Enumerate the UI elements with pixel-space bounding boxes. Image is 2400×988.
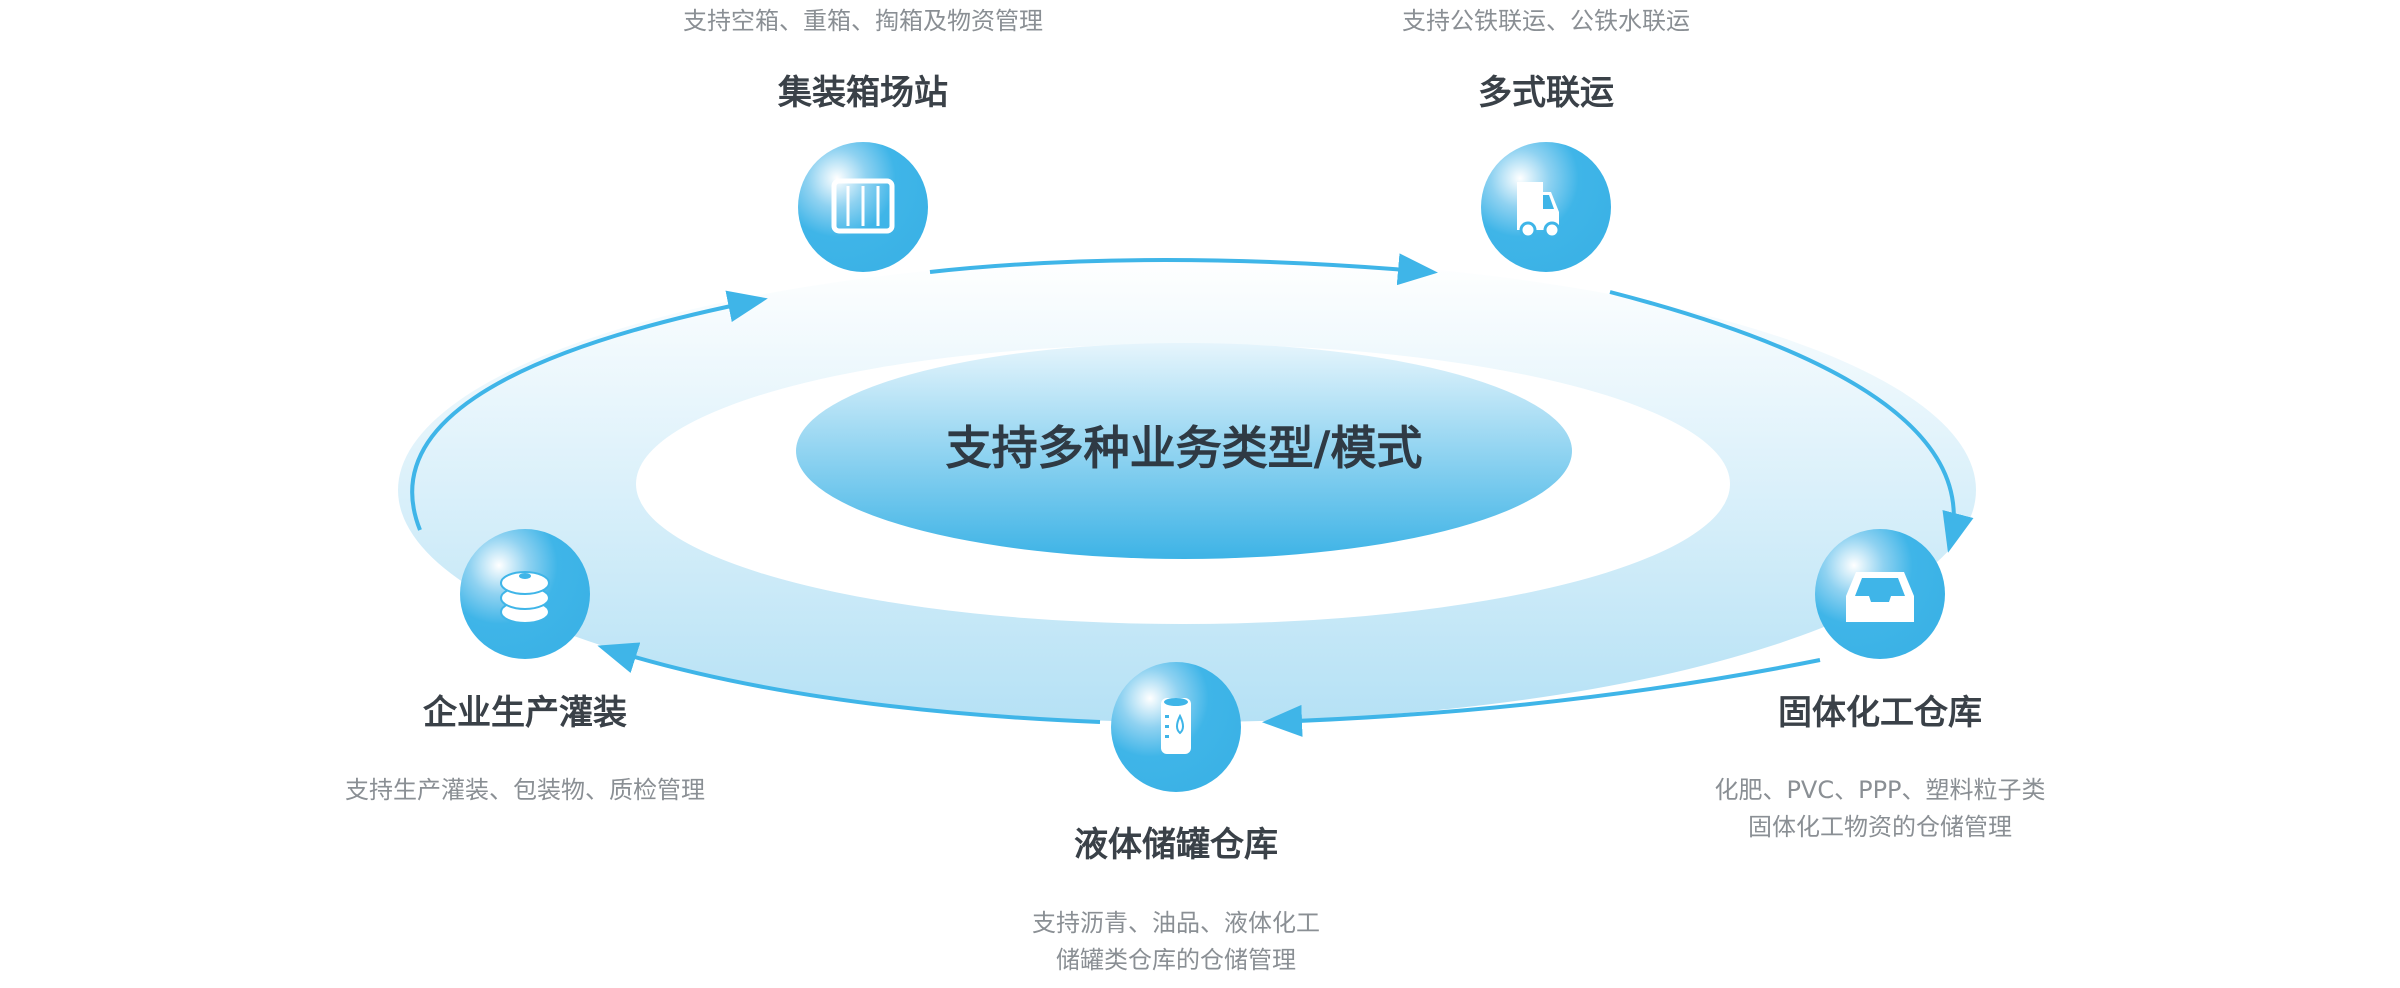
node-solid-warehouse: 固体化工仓库 化肥、PVC、PPP、塑料粒子类 固体化工物资的仓储管理 [1714, 529, 2046, 841]
arrow-container-to-multimodal [929, 253, 1438, 286]
node-desc: 支持生产灌装、包装物、质检管理 [345, 776, 705, 804]
arrow-solid-to-liquid [1262, 658, 1821, 737]
node-title: 固体化工仓库 [1778, 693, 1982, 733]
truck-icon [1517, 182, 1561, 239]
center-ellipse [796, 343, 1572, 559]
container-icon [831, 178, 895, 234]
node-title: 液体储罐仓库 [1074, 825, 1278, 865]
arrow-multimodal-to-solid [1609, 290, 1974, 553]
liquid-tank-icon [1161, 698, 1191, 754]
inbox-tray-icon [1846, 572, 1914, 622]
arrow-liquid-to-enterprise [597, 642, 1101, 724]
node-multimodal: 支持公铁联运、公铁水联运 多式联运 [1402, 7, 1690, 272]
node-title: 集装箱场站 [777, 73, 948, 113]
node-enterprise-filling: 企业生产灌装 支持生产灌装、包装物、质检管理 [345, 529, 705, 804]
node-liquid-tank: 液体储罐仓库 支持沥青、油品、液体化工 储罐类仓库的仓储管理 [1032, 662, 1320, 974]
node-desc: 储罐类仓库的仓储管理 [1056, 946, 1296, 974]
node-desc: 固体化工物资的仓储管理 [1748, 813, 2012, 841]
node-desc: 支持公铁联运、公铁水联运 [1402, 7, 1690, 35]
node-desc: 化肥、PVC、PPP、塑料粒子类 [1714, 776, 2045, 804]
node-desc: 支持空箱、重箱、掏箱及物资管理 [683, 7, 1043, 35]
node-title: 企业生产灌装 [423, 693, 627, 733]
flow-arrows [410, 253, 1974, 737]
node-container-yard: 支持空箱、重箱、掏箱及物资管理 集装箱场站 [683, 7, 1043, 272]
arrow-enterprise-to-container [410, 290, 768, 531]
node-title: 多式联运 [1478, 73, 1614, 113]
node-desc: 支持沥青、油品、液体化工 [1032, 909, 1320, 937]
center-label: 支持多种业务类型/模式 [946, 421, 1423, 475]
barrel-stack-icon [500, 571, 550, 624]
